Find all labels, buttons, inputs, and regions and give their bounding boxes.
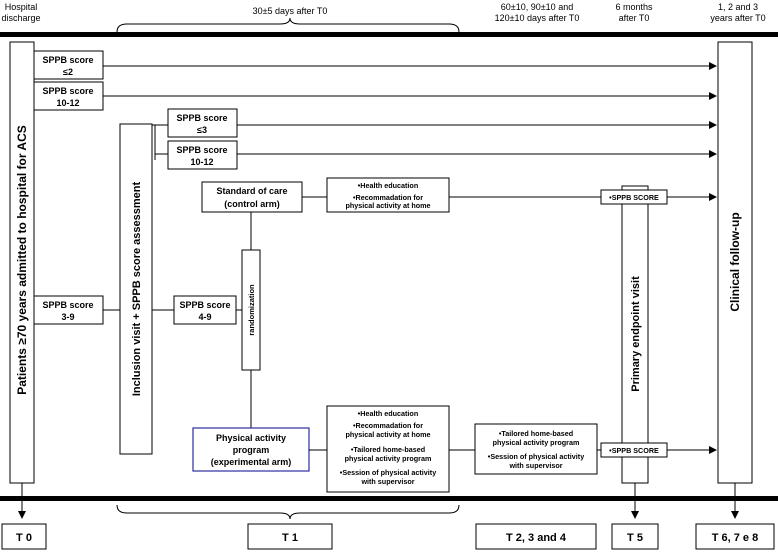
sppb-le2-box [33, 50, 104, 80]
t5-label: T 5 [627, 532, 643, 544]
top-timeline-bar [0, 32, 778, 37]
experimental-items-box [326, 405, 450, 493]
sppb-score-bottom-label: •SPPB SCORE [609, 446, 659, 455]
t234-box [475, 523, 597, 550]
header-hospital-discharge-1: Hospital [5, 2, 38, 12]
t5-box [611, 523, 659, 550]
header-sixty-days-1: 60±10, 90±10 and [501, 2, 573, 12]
t234-label: T 2, 3 and 4 [506, 532, 567, 544]
t1-label: T 1 [282, 532, 298, 544]
t0-label: T 0 [16, 532, 32, 544]
t0-box [1, 523, 47, 550]
patients-box [9, 41, 35, 484]
header-hospital-discharge-2: discharge [1, 13, 40, 23]
sppb-le3-line2: ≤3 [197, 125, 207, 135]
sppb-10-12-a-line1: SPPB score [42, 86, 93, 96]
sppb-score-box-top [600, 189, 668, 205]
sppb-le2-line2: ≤2 [63, 67, 73, 77]
sppb-3-9-box [33, 295, 104, 325]
control-items-box [326, 177, 450, 213]
experimental-item-3: physical activity at home [345, 430, 430, 439]
sppb-3-9-line2: 3-9 [61, 312, 74, 322]
standard-of-care-line1: Standard of care [216, 186, 287, 196]
sppb-le3-line1: SPPB score [176, 113, 227, 123]
t678-label: T 6, 7 e 8 [712, 532, 758, 544]
bottom-brace [116, 504, 460, 520]
sppb-10-12-b-line2: 10-12 [190, 157, 213, 167]
bottom-timeline-bar [0, 496, 778, 501]
physical-activity-line3: (experimental arm) [211, 457, 292, 467]
sppb-4-9-line1: SPPB score [179, 300, 230, 310]
physical-activity-line2: program [233, 445, 270, 455]
sppb-10-12-a-line2: 10-12 [56, 98, 79, 108]
experimental-item-1: •Health education [358, 409, 418, 418]
sppb-10-12-b-line1: SPPB score [176, 145, 227, 155]
followup-item-1: •Tailored home-based [499, 429, 573, 438]
randomization-label: randomization [247, 284, 256, 336]
header-thirty-days: 30±5 days after T0 [253, 6, 328, 16]
experimental-item-2: •Recommadation for [353, 421, 423, 430]
followup-item-3: •Session of physical activity [488, 452, 584, 461]
top-brace [116, 17, 460, 33]
clinical-followup-label: Clinical follow-up [728, 212, 742, 311]
inclusion-box [119, 123, 153, 455]
sppb-score-box-bottom [600, 442, 668, 458]
physical-activity-line1: Physical activity [216, 433, 286, 443]
sppb-le3-box [167, 108, 238, 138]
clinical-followup-box [717, 41, 753, 484]
standard-of-care-line2: (control arm) [224, 199, 280, 209]
control-item-3: physical activity at home [345, 201, 430, 210]
followup-item-2: physical activity program [493, 438, 580, 447]
primary-endpoint-label: Primary endpoint visit [630, 276, 642, 392]
experimental-item-4: •Tailored home-based [351, 445, 425, 454]
header-sixty-days-2: 120±10 days after T0 [495, 13, 580, 23]
primary-endpoint-box [621, 185, 649, 484]
control-item-2: •Recommadation for [353, 193, 423, 202]
patients-label: Patients ≥70 years admitted to hospital … [15, 125, 29, 395]
control-item-1: •Health education [358, 181, 418, 190]
experimental-item-5: physical activity program [345, 454, 432, 463]
sppb-score-top-label: •SPPB SCORE [609, 193, 659, 202]
randomization-box [241, 249, 261, 371]
sppb-10-12-box-a [33, 81, 104, 111]
sppb-le2-line1: SPPB score [42, 55, 93, 65]
followup-items-box [474, 423, 598, 475]
header-six-months-2: after T0 [619, 13, 650, 23]
standard-of-care-box [201, 181, 303, 213]
sppb-3-9-line1: SPPB score [42, 300, 93, 310]
sppb-4-9-line2: 4-9 [198, 312, 211, 322]
experimental-item-6: •Session of physical activity [340, 468, 436, 477]
header-years-1: 1, 2 and 3 [718, 2, 758, 12]
header-six-months-1: 6 months [615, 2, 653, 12]
header-years-2: years after T0 [710, 13, 765, 23]
sppb-10-12-box-b [167, 140, 238, 170]
experimental-item-7: with supervisor [360, 477, 414, 486]
t1-box [247, 523, 333, 550]
t678-box [695, 523, 775, 550]
followup-item-4: with supervisor [508, 461, 562, 470]
sppb-4-9-box [173, 295, 237, 325]
inclusion-label: Inclusion visit + SPPB score assessment [131, 182, 143, 397]
